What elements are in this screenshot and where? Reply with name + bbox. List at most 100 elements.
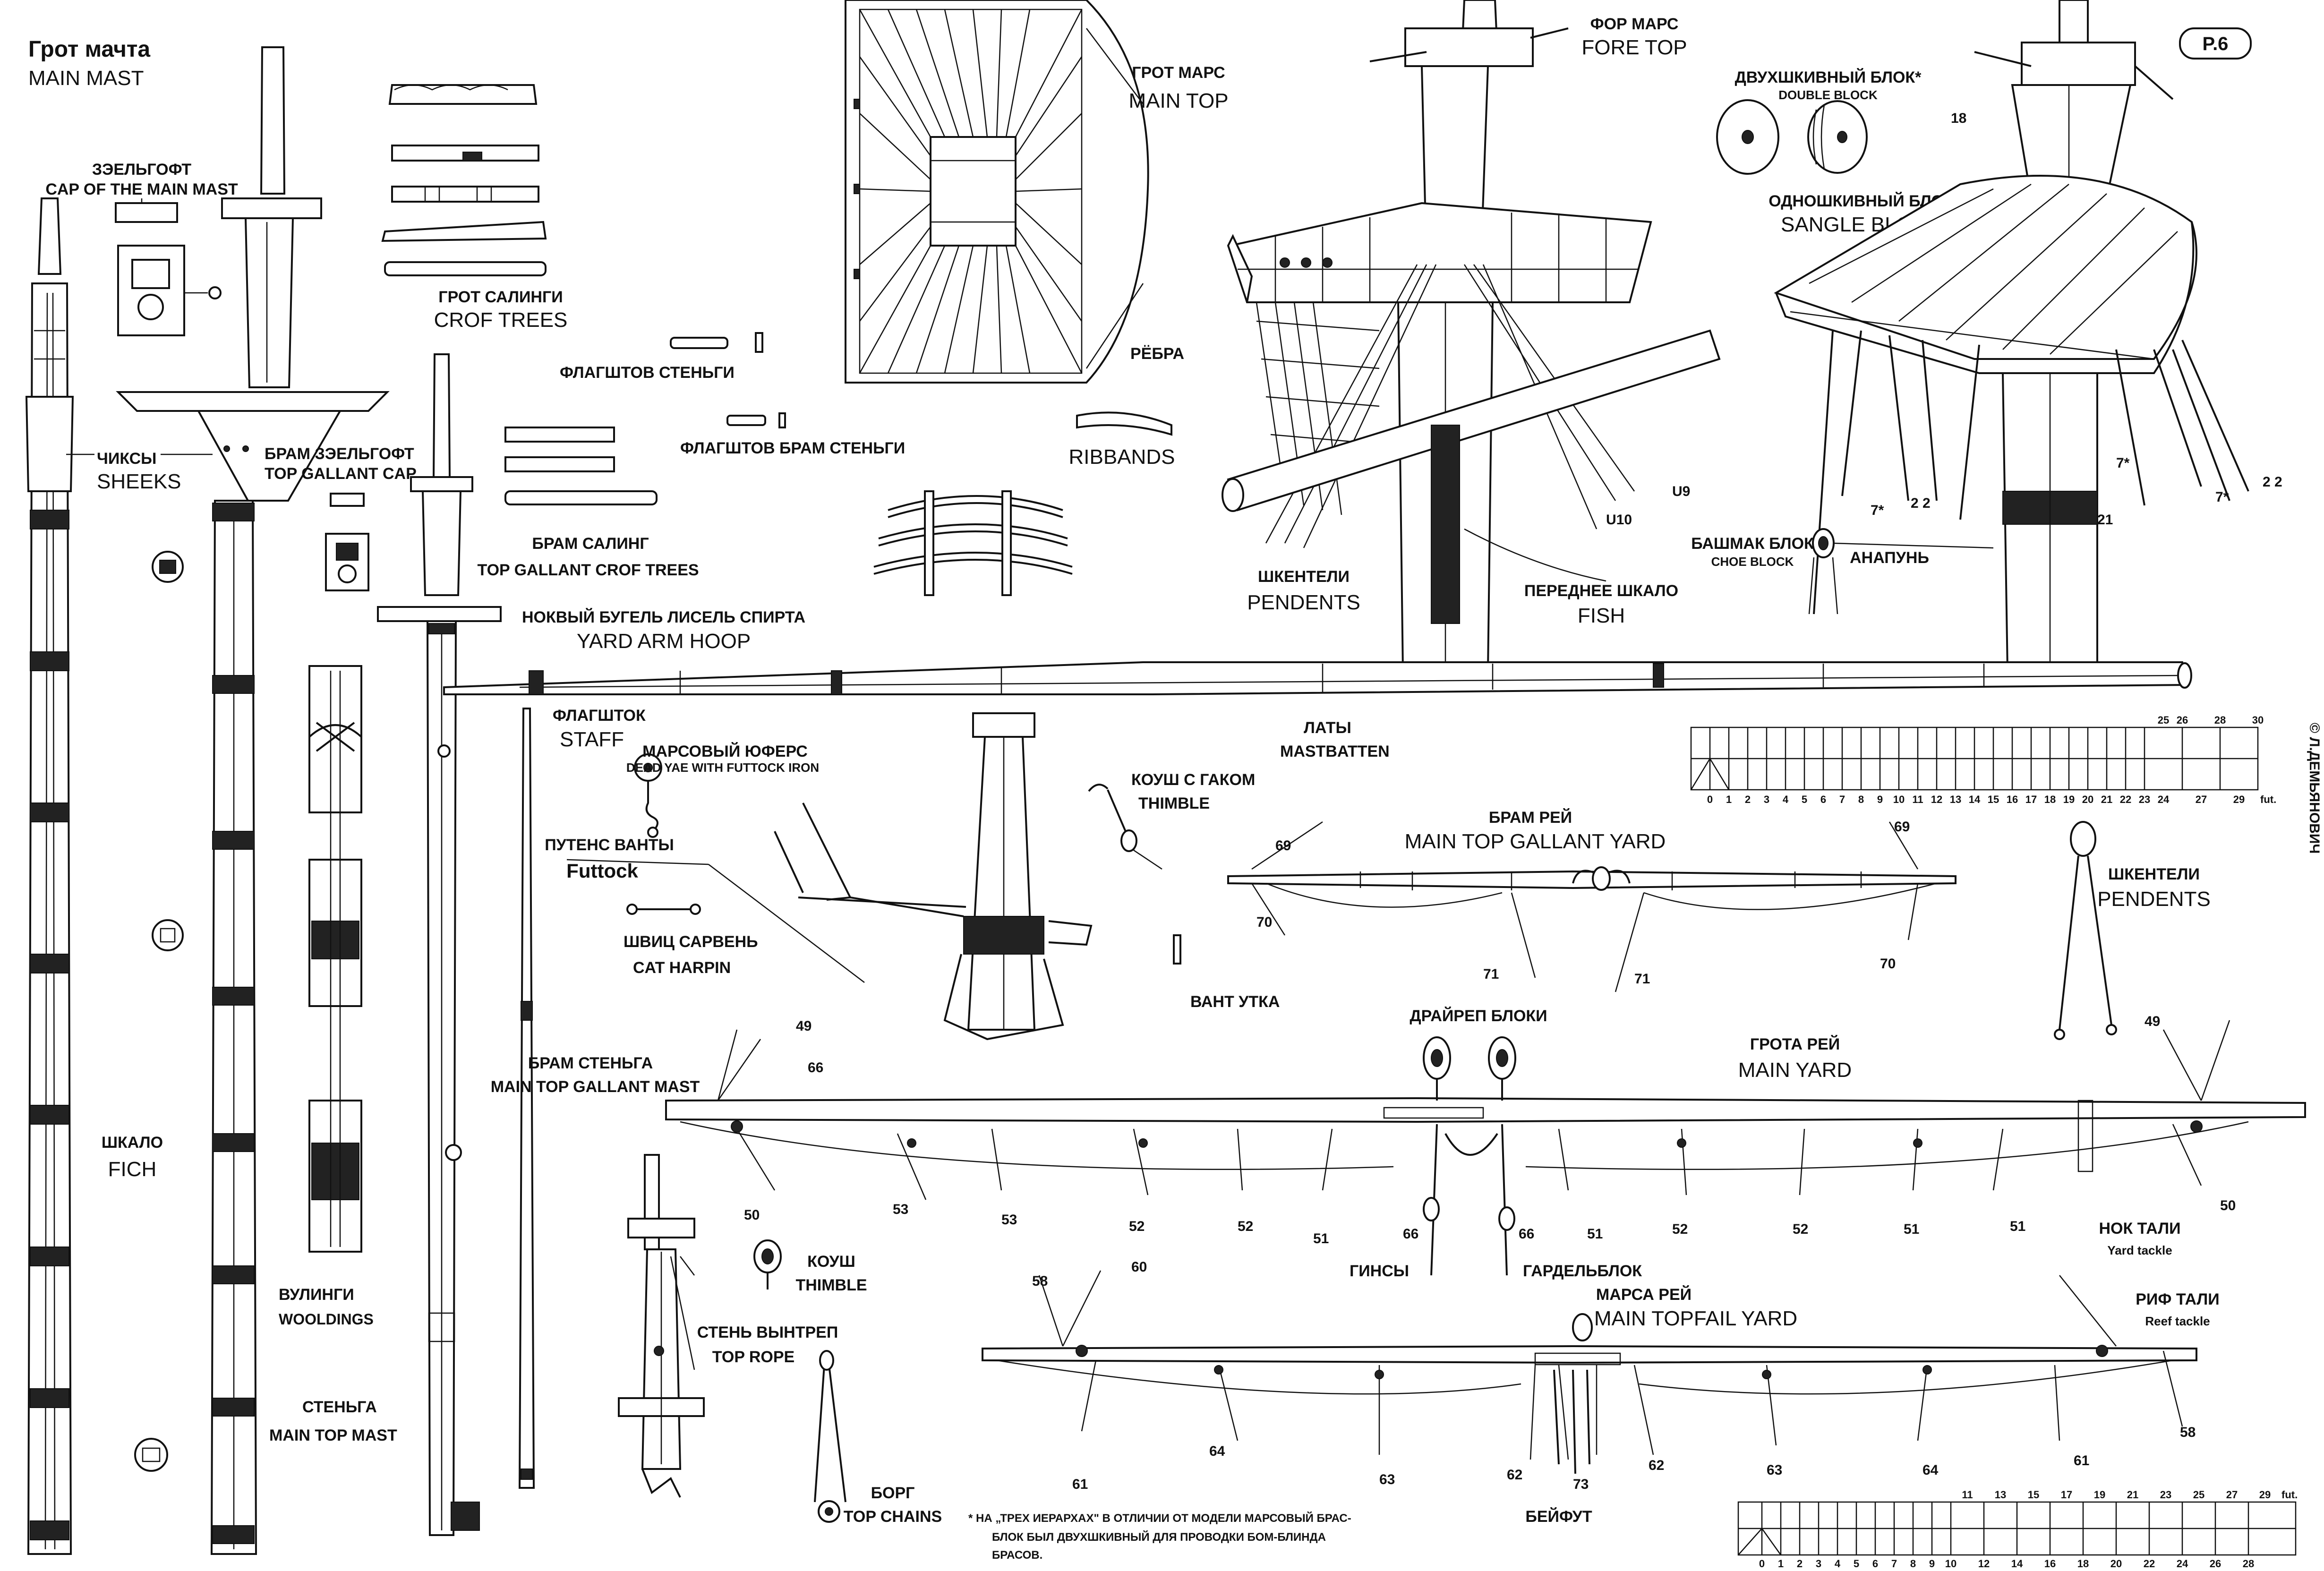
scale-bottom-upper-17: 17 <box>2061 1489 2072 1501</box>
staff-label-ru: ФЛАГШТОК <box>553 707 646 725</box>
main-yard-label-en: MAIN YARD <box>1738 1059 1852 1082</box>
svg-text:P.6: P.6 <box>2203 34 2229 54</box>
callout-u9: U9 <box>1672 484 1690 499</box>
callout-u10: U10 <box>1606 512 1632 528</box>
sheeks-label-ru: ЧИКСЫ <box>97 450 156 468</box>
callout-51b: 51 <box>1587 1226 1603 1242</box>
main-top-perspective-drawing <box>1774 0 2249 672</box>
scale-top-tick-0: 0 <box>1707 794 1713 805</box>
fore-top-drawing <box>1222 0 1721 672</box>
tg-cap-label-ru: БРАМ ЗЭЕЛЬГОФТ <box>265 445 414 463</box>
callout-66b: 66 <box>1403 1226 1418 1242</box>
tg-crof-trees-drawing <box>504 427 658 505</box>
scale-bottom-upper-15: 15 <box>2028 1489 2039 1501</box>
thimble-label-en: THIMBLE <box>795 1276 867 1294</box>
callout-64b: 64 <box>1922 1462 1939 1478</box>
mastbatten-label-en: MASTBATTEN <box>1280 743 1390 760</box>
fore-top-label-ru: ФОР МАРС <box>1590 15 1679 33</box>
flagpole-tg-label: ФЛАГШТОВ БРАМ СТЕНЬГИ <box>680 439 905 457</box>
scale-top-tick-12: 12 <box>1931 794 1942 805</box>
callout-52c: 52 <box>1672 1221 1688 1237</box>
callout-21: 21 <box>2097 512 2113 528</box>
tg-crof-trees-label-en: TOP GALLANT CROF TREES <box>477 561 699 579</box>
thimble-drawing <box>753 1239 782 1289</box>
scale-top-upper-28: 28 <box>2214 714 2226 726</box>
footnote-line-1: * НА „ТРЕХ ИЕРАРХАХ" В ОТЛИЧИИ ОТ МОДЕЛИ… <box>968 1511 1351 1525</box>
scale-top-tick-14: 14 <box>1969 794 1981 805</box>
yard-arm-hoop-label-ru: НОКВЫЙ БУГЕЛЬ ЛИСЕЛЬ СПИРТА <box>522 608 805 626</box>
scale-bottom-tick-0: 0 <box>1759 1558 1765 1570</box>
callout-50b: 50 <box>2220 1198 2236 1213</box>
scale-top-tick-2: 2 <box>1745 794 1751 805</box>
pendents-top-label-ru: ШКЕНТЕЛИ <box>1258 568 1350 586</box>
scale-top-tick-15: 15 <box>1988 794 1999 805</box>
tg-mast-drawing <box>377 353 502 1536</box>
scale-bottom-upper-19: 19 <box>2094 1489 2105 1501</box>
callout-70a: 70 <box>1256 914 1272 930</box>
scale-top-tick-23: 23 <box>2139 794 2150 805</box>
scale-top-unit: fut. <box>2260 794 2276 805</box>
front-fish-label-ru: ПЕРЕДНЕЕ ШКАЛО <box>1524 582 1678 600</box>
scale-bottom-tick-8: 8 <box>1910 1558 1916 1570</box>
reef-tackle-label-ru: РИФ ТАЛИ <box>2136 1290 2219 1308</box>
top-chains-label-en: TOP CHAINS <box>844 1508 942 1526</box>
scale-bottom-upper-21: 21 <box>2127 1489 2138 1501</box>
scale-top-tick-5: 5 <box>1802 794 1807 805</box>
scale-bottom-tick-6: 6 <box>1872 1558 1878 1570</box>
flagpole-tg-drawing <box>726 412 786 428</box>
callout-70b: 70 <box>1880 956 1896 972</box>
callout-61a: 61 <box>1072 1477 1088 1492</box>
callout-51a: 51 <box>1313 1231 1329 1247</box>
scale-top-end-29: 29 <box>2233 794 2245 805</box>
staff-drawing <box>518 708 535 1489</box>
scale-bottom-unit: fut. <box>2281 1489 2298 1501</box>
callout-18: 18 <box>1951 111 1966 126</box>
futtock-shroud-drawing <box>774 712 1093 1041</box>
scale-bottom-tick-10: 10 <box>1945 1558 1957 1570</box>
callout-63b: 63 <box>1767 1462 1782 1478</box>
callout-52b: 52 <box>1238 1219 1253 1234</box>
footnote-line-3: БРАСОВ. <box>992 1549 1042 1562</box>
callout-60: 60 <box>1131 1259 1147 1275</box>
scale-top-tick-17: 17 <box>2025 794 2037 805</box>
scale-bottom-tick-12: 12 <box>1978 1558 1990 1570</box>
main-top-label-en: MAIN TOP <box>1128 89 1228 112</box>
pendents-right-label-en: PENDENTS <box>2097 888 2211 911</box>
cap-main-mast-ru: ЗЭЕЛЬГОФТ <box>92 161 191 179</box>
scale-bottom-tick-9: 9 <box>1929 1558 1935 1570</box>
callout-7a: 7* <box>1871 503 1884 518</box>
callout-66a: 66 <box>808 1060 823 1076</box>
callout-50a: 50 <box>744 1207 760 1223</box>
gardel-label: ГАРДЕЛЬБЛОК <box>1523 1262 1642 1280</box>
woldings-label-en: WOOLDINGS <box>279 1311 374 1328</box>
copyright-vertical: © Л.ДЕМЬЯНОВИЧ <box>2307 723 2322 854</box>
footnote-line-2: БЛОК БЫЛ ДВУХШКИВНЫЙ ДЛЯ ПРОВОДКИ БОМ-БЛ… <box>992 1530 1326 1544</box>
scale-bottom-upper-11: 11 <box>1962 1489 1973 1501</box>
dead-eye-label-ru: МАРСОВЫЙ ЮФЕРС <box>642 742 808 760</box>
ribbands-label-ru: РЁБРА <box>1130 345 1184 363</box>
callout-52d: 52 <box>1793 1221 1808 1237</box>
callout-53b: 53 <box>1001 1212 1017 1228</box>
main-yard-drawing <box>665 1020 2306 1276</box>
thimble-label-ru: КОУШ <box>807 1253 855 1271</box>
top-chains-drawing <box>814 1350 846 1523</box>
scale-top-end-27: 27 <box>2196 794 2207 805</box>
tg-mast-markers <box>437 744 480 1531</box>
callout-61b: 61 <box>2074 1453 2089 1469</box>
shroud-cleat-label: ВАНТ УТКА <box>1190 993 1280 1011</box>
pendents-right-drawing <box>2054 821 2117 1040</box>
studding-sail-boom-drawing <box>443 661 2192 695</box>
reef-tackle-label-en: Reef tackle <box>2145 1314 2210 1328</box>
tg-mast-label-en: MAIN TOP GALLANT MAST <box>491 1078 700 1096</box>
scale-bottom-tick-5: 5 <box>1854 1558 1859 1570</box>
double-block-drawing <box>1716 99 1868 175</box>
yard-tackle-label-ru: НОК ТАЛИ <box>2099 1220 2180 1238</box>
scale-top-tick-10: 10 <box>1893 794 1905 805</box>
fich-label-en: FICH <box>108 1158 157 1181</box>
topsail-yard-label-en: MAIN TOPFAIL YARD <box>1594 1307 1797 1330</box>
callout-73: 73 <box>1573 1477 1589 1492</box>
topsail-yard-label-ru: МАРСА РЕЙ <box>1596 1285 1692 1304</box>
tg-cap-drawing <box>325 493 369 591</box>
scale-top-tick-13: 13 <box>1950 794 1961 805</box>
futtock-label-ru: ПУТЕНС ВАНТЫ <box>545 836 674 854</box>
